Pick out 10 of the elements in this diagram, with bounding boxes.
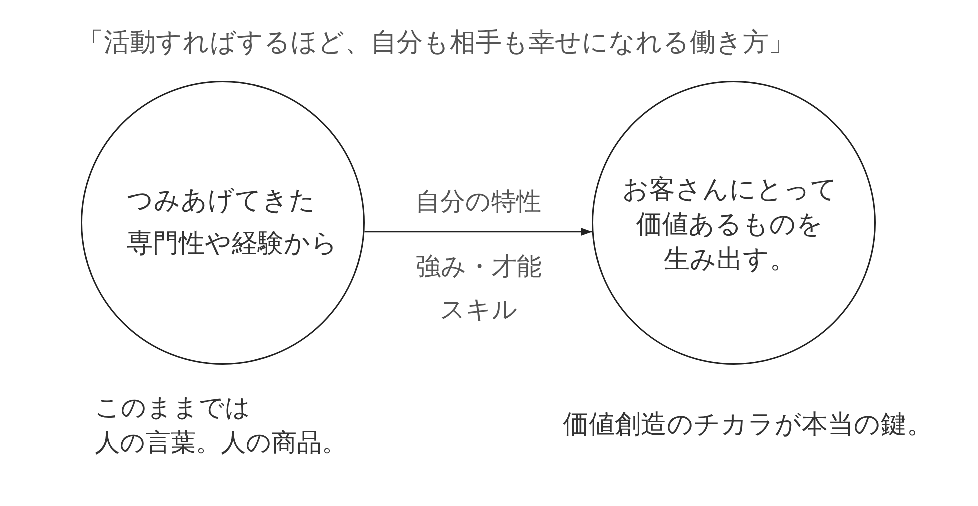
arrow [364,228,592,236]
annotation-text: 強み・才能 [416,252,542,282]
circle-node [592,81,876,365]
node-text: お客さんにとって価値あるものを生み出す。 [622,174,838,277]
node-text: つみあげてきた専門性や経験から [127,185,338,261]
node-caption: このままでは人の言葉。人の商品。 [95,392,347,459]
title: 「活動すればするほど、自分も相手も幸せになれる働き方」 [78,28,795,60]
annotation-text: スキル [440,295,518,325]
circle-node [81,81,365,365]
node-caption: 価値創造のチカラが本当の鍵。 [563,409,933,442]
